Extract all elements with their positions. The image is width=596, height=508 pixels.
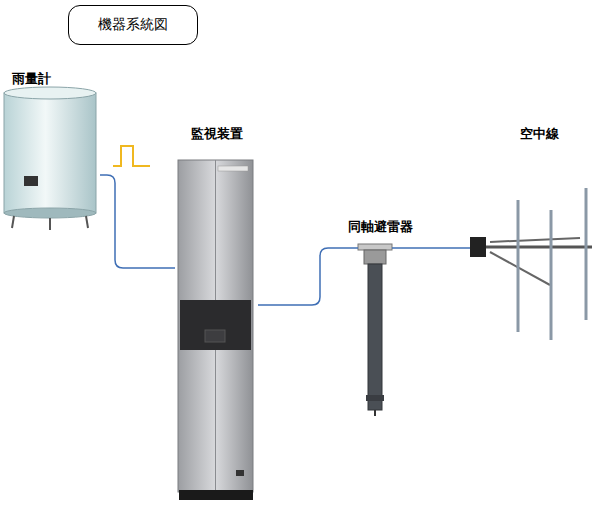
title-box: 機器系統図 <box>68 5 198 45</box>
device-label: 空中線 <box>470 125 592 143</box>
pulse-symbol <box>113 146 150 166</box>
wire-stub <box>392 247 425 249</box>
device-label: 同軸避雷器 <box>335 218 425 236</box>
wire-stub <box>335 247 358 249</box>
device-label: 雨量計 <box>0 70 100 88</box>
arrester-image <box>358 244 392 416</box>
signal-wire <box>425 247 470 249</box>
rain-gauge: 雨量計 <box>0 70 100 228</box>
signal-wire <box>100 175 175 268</box>
antenna-image <box>470 188 592 340</box>
antenna: 空中線 <box>470 125 592 345</box>
rain-gauge-image <box>4 87 96 230</box>
signal-wire <box>258 248 335 305</box>
diagram-title: 機器系統図 <box>98 16 168 34</box>
coax-arrester: 同軸避雷器 <box>335 218 425 418</box>
device-label: 監視装置 <box>175 125 258 143</box>
monitor-device: 監視装置 <box>175 125 258 505</box>
monitor-cabinet-image <box>178 160 253 500</box>
